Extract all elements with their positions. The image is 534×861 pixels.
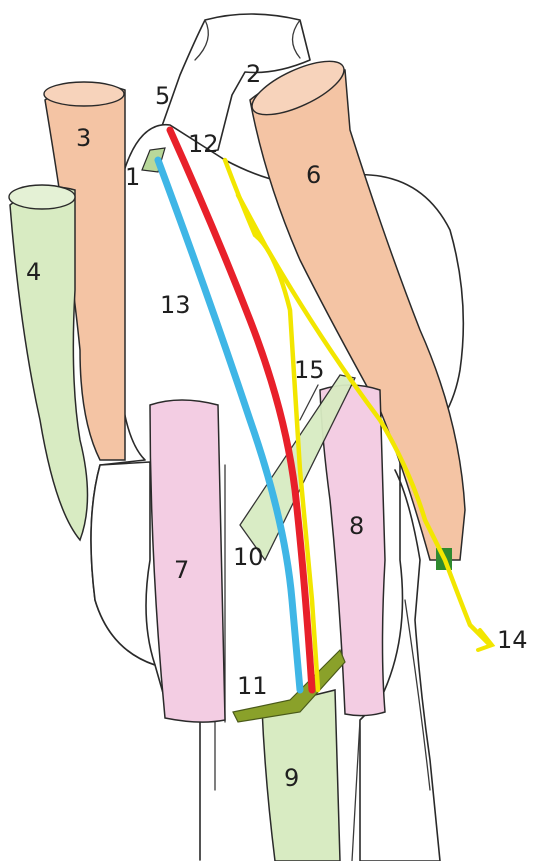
label-6: 6 xyxy=(306,161,321,189)
label-4: 4 xyxy=(26,258,41,286)
label-8: 8 xyxy=(349,512,364,540)
label-11: 11 xyxy=(237,672,268,700)
label-2: 2 xyxy=(246,60,261,88)
label-15: 15 xyxy=(294,356,325,384)
label-10: 10 xyxy=(233,543,264,571)
body-line-b xyxy=(352,720,360,861)
label-12: 12 xyxy=(188,130,219,158)
muscle-4 xyxy=(9,185,88,540)
label-5: 5 xyxy=(155,82,170,110)
label-14: 14 xyxy=(497,626,528,654)
label-13: 13 xyxy=(160,291,191,319)
label-1: 1 xyxy=(125,163,140,191)
label-3: 3 xyxy=(76,124,91,152)
lower-body xyxy=(91,462,155,665)
label-7: 7 xyxy=(174,556,189,584)
label-9: 9 xyxy=(284,764,299,792)
